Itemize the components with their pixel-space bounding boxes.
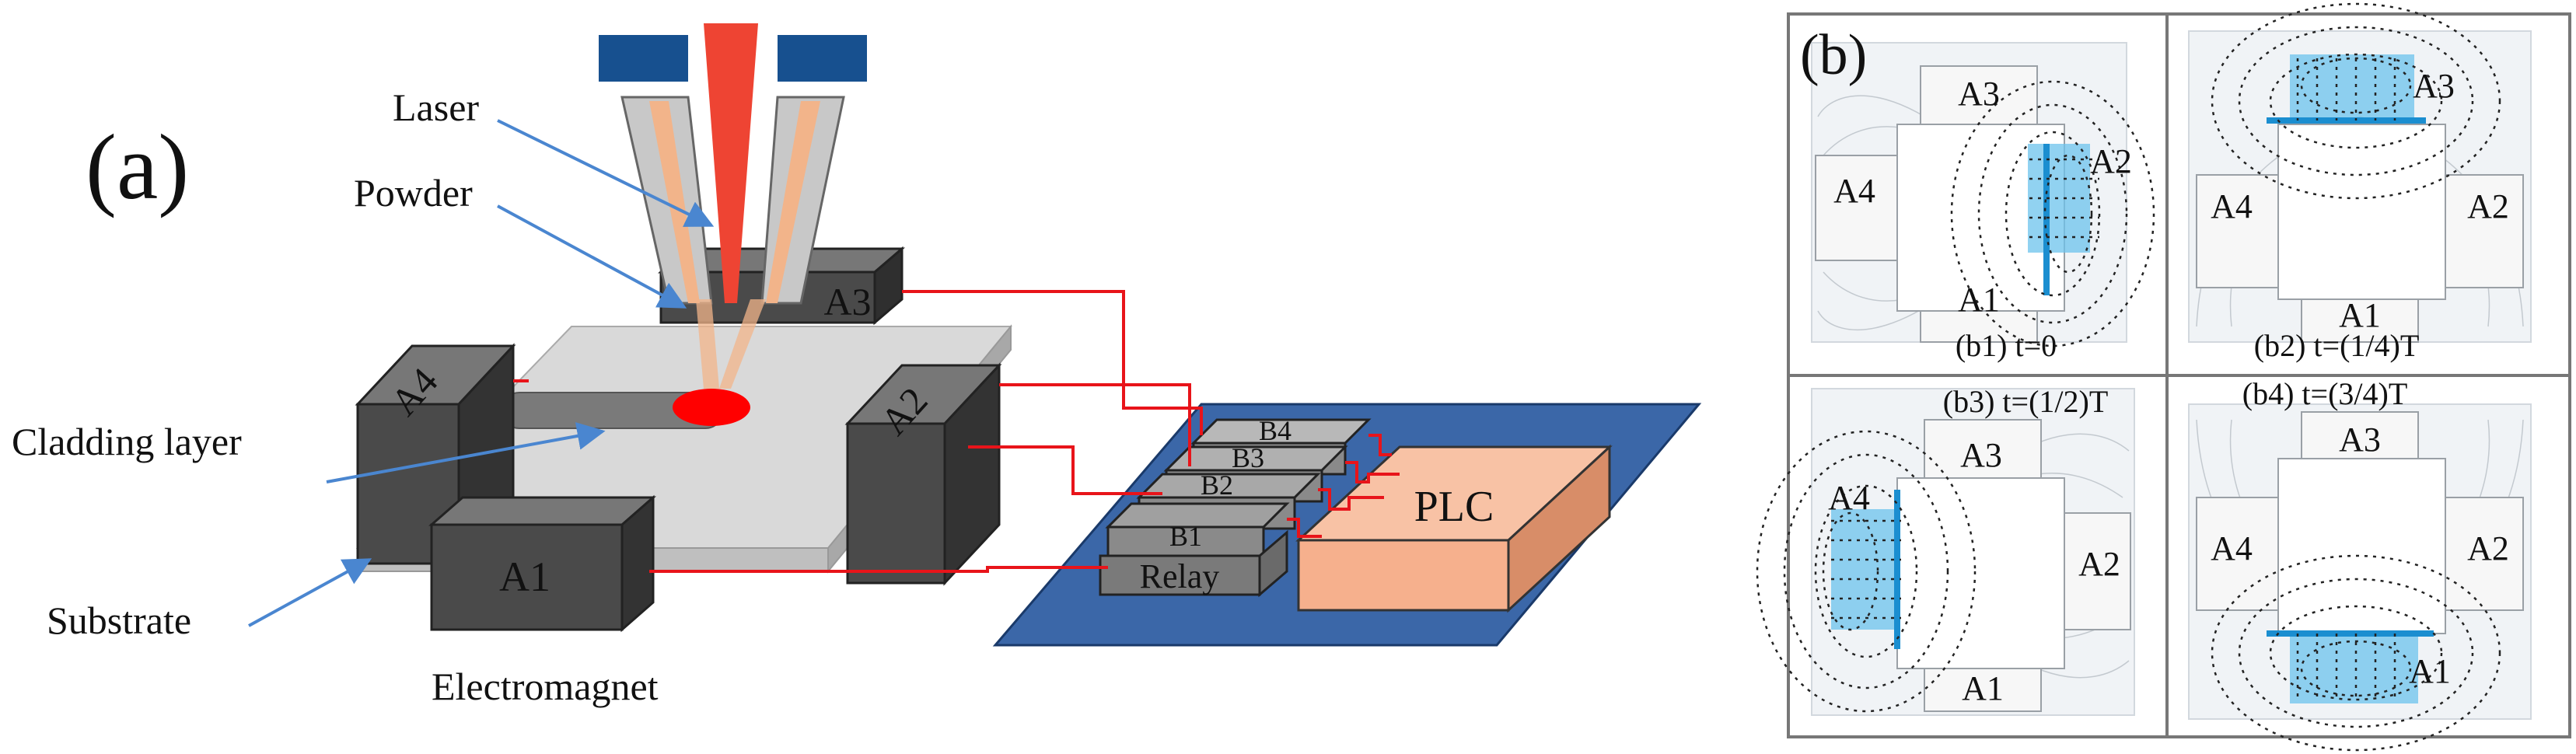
callout-arrows: [248, 119, 715, 627]
panel-a-label: (a): [86, 115, 189, 218]
b3-a3-label: A3: [1960, 436, 2002, 474]
field-plot-b1: A3 A2 A4 A1 (b1) t=0: [1811, 42, 2155, 363]
b3-a2-label: A2: [2078, 545, 2120, 583]
magnet-a3-label: A3: [823, 280, 871, 323]
powder-label: Powder: [354, 171, 473, 215]
melt-pool: [673, 389, 750, 426]
b4-a3-label: A3: [2339, 421, 2381, 459]
panel-b: A3 A2 A4 A1 (b1) t=0 A3: [1756, 2, 2571, 752]
b1-a3-label: A3: [1958, 75, 2000, 113]
field-plot-b3: A3 A4 A2 A1 (b3) t=(1/2)T: [1756, 384, 2135, 716]
field-plot-b2: A3 A4 A2 A1 (b2) t=(1/4)T: [2188, 2, 2532, 363]
nozzle-cap-left: [599, 35, 688, 82]
cladding-layer: [501, 389, 750, 429]
nozzle-cap-right: [778, 35, 867, 82]
b1-a4-label: A4: [1833, 172, 1875, 210]
b2-a1-label: A1: [2339, 296, 2381, 334]
laser-label: Laser: [393, 86, 479, 129]
b4-a4-label: A4: [2211, 529, 2253, 567]
field-plot-b4: A3 A4 A2 A1 (b4) t=(3/4)T: [2188, 376, 2532, 752]
relay-b1-label: B1: [1169, 521, 1202, 552]
b2-a3-label: A3: [2413, 67, 2455, 105]
powder-stream-left: [649, 101, 700, 303]
laser-beam: [704, 23, 758, 303]
relay-b3-label: B3: [1232, 442, 1264, 473]
b4-a2-label: A2: [2467, 529, 2509, 567]
b4-a1-label: A1: [2409, 652, 2451, 690]
powder-stream-right: [766, 101, 820, 303]
b4-caption: (b4) t=(3/4)T: [2242, 376, 2408, 411]
b2-caption: (b2) t=(1/4)T: [2254, 328, 2420, 363]
magnet-a1-label: A1: [499, 553, 551, 600]
b2-a2-label: A2: [2467, 187, 2509, 225]
b3-a4-label: A4: [1828, 479, 1870, 517]
relay-label: Relay: [1140, 557, 1220, 595]
cladding-layer-label: Cladding layer: [12, 420, 242, 463]
plc-label: PLC: [1414, 483, 1494, 531]
magnet-a1: A1: [428, 494, 656, 633]
panel-b-label: (b): [1800, 23, 1867, 87]
relay-b2-label: B2: [1201, 470, 1233, 501]
b1-caption: (b1) t=0: [1956, 328, 2057, 363]
magnet-a2: A2: [844, 362, 1002, 586]
electromagnet-label: Electromagnet: [432, 665, 659, 708]
b1-a2-label: A2: [2090, 142, 2132, 180]
relay-b4-label: B4: [1259, 415, 1291, 446]
relay-plc-wires: [1287, 434, 1400, 538]
laser-head: [599, 23, 867, 389]
b3-caption: (b3) t=(1/2)T: [1943, 384, 2109, 419]
b1-a1-label: A1: [1958, 281, 2000, 319]
b3-a1-label: A1: [1962, 669, 2004, 707]
panel-a: (a) PLC B4 B3 B2 B1: [12, 23, 1702, 708]
b2-a4-label: A4: [2211, 187, 2253, 225]
relay-stack: B4 B3 B2 B1 Relay: [1099, 415, 1372, 598]
plc-box: PLC: [1295, 444, 1613, 613]
magnet-relay-wires: [513, 290, 1203, 573]
substrate-label: Substrate: [47, 599, 191, 642]
